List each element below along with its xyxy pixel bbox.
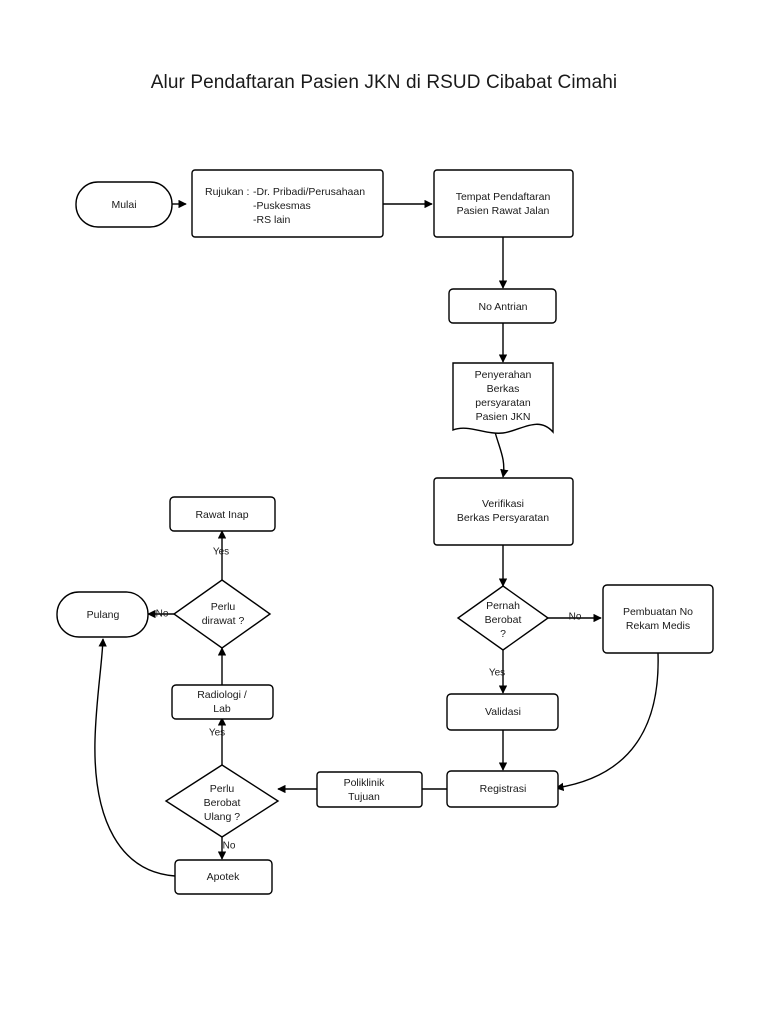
rujukan-prefix-label: Rujukan :: [205, 186, 249, 198]
penyerahan-berkas-line-4: Pasien JKN: [476, 411, 531, 423]
no-antrian-shape: [448, 288, 557, 324]
edge-label-perlu-berobat-ulang-yes: Yes: [209, 728, 225, 739]
perlu-dirawat-line-1: Perlu: [211, 601, 236, 613]
rawat-inap-label: Rawat Inap: [195, 509, 248, 521]
pembuatan-no-rekam-medis-shape: [602, 584, 714, 654]
node-radiologi-lab[interactable]: Radiologi / Lab: [171, 684, 274, 720]
edge-penyerahan-berkas-to-verifikasi: [494, 431, 509, 478]
node-apotek[interactable]: Apotek: [174, 859, 273, 895]
node-rawat-inap[interactable]: Rawat Inap: [169, 496, 276, 532]
rujukan-item-2: -Puskesmas: [253, 200, 311, 212]
node-pembuatan-no-rekam-medis[interactable]: Pembuatan No Rekam Medis: [602, 584, 714, 654]
node-perlu-dirawat[interactable]: Perlu dirawat ?: [172, 579, 272, 649]
radiologi-lab-line-1: Radiologi /: [197, 689, 247, 701]
verifikasi-line-2: Berkas Persyaratan: [457, 512, 549, 524]
page-title: Alur Pendaftaran Pasien JKN di RSUD Ciba…: [150, 72, 618, 93]
validasi-shape: [446, 693, 559, 731]
tempat-pendaftaran-line-1: Tempat Pendaftaran: [456, 191, 551, 203]
edge-label-perlu-berobat-ulang-no: No: [223, 841, 236, 852]
edge-label-pernah-berobat-yes: Yes: [489, 668, 505, 679]
penyerahan-berkas-line-2: Berkas: [487, 383, 520, 395]
validasi-label: Validasi: [485, 706, 521, 718]
verifikasi-shape: [433, 477, 574, 546]
rujukan-item-1: -Dr. Pribadi/Perusahaan: [253, 186, 365, 198]
poliklinik-line-2: Tujuan: [348, 791, 380, 803]
node-mulai[interactable]: Mulai: [75, 181, 173, 228]
pembuatan-line-1: Pembuatan No: [623, 606, 693, 618]
node-registrasi[interactable]: Registrasi: [446, 770, 559, 808]
mulai-label: Mulai: [111, 199, 136, 211]
penyerahan-berkas-line-3: persyaratan: [475, 397, 531, 409]
node-tempat-pendaftaran[interactable]: Tempat Pendaftaran Pasien Rawat Jalan: [433, 169, 574, 238]
edge-label-perlu-dirawat-yes: Yes: [213, 547, 229, 558]
penyerahan-berkas-document-shape: [452, 362, 554, 434]
perlu-berobat-ulang-line-1: Perlu: [210, 783, 235, 795]
pernah-berobat-line-1: Pernah: [486, 600, 520, 612]
perlu-berobat-ulang-line-2: Berobat: [204, 797, 241, 809]
node-rujukan[interactable]: Rujukan : -Dr. Pribadi/Perusahaan -Puske…: [191, 169, 384, 238]
registrasi-shape: [446, 770, 559, 808]
edge-label-pernah-berobat-no: No: [569, 612, 582, 623]
edge-labels: No Yes No Yes Yes No: [156, 547, 582, 852]
registrasi-label: Registrasi: [480, 783, 527, 795]
node-verifikasi[interactable]: Verifikasi Berkas Persyaratan: [433, 477, 574, 546]
node-pernah-berobat[interactable]: Pernah Berobat ?: [456, 585, 550, 651]
tempat-pendaftaran-shape: [433, 169, 574, 238]
edge-apotek-to-pulang: [94, 638, 176, 877]
pernah-berobat-line-2: Berobat: [485, 614, 522, 626]
tempat-pendaftaran-line-2: Pasien Rawat Jalan: [457, 205, 550, 217]
pembuatan-line-2: Rekam Medis: [626, 620, 690, 632]
poliklinik-line-1: Poliklinik: [344, 777, 386, 789]
pernah-berobat-line-3: ?: [500, 628, 506, 640]
radiologi-lab-shape: [171, 684, 274, 720]
edge-pembuatan-to-registrasi: [555, 652, 659, 791]
node-no-antrian[interactable]: No Antrian: [448, 288, 557, 324]
edge-label-perlu-dirawat-no: No: [156, 609, 169, 620]
mulai-shape: [75, 181, 173, 228]
no-antrian-label: No Antrian: [478, 301, 527, 313]
penyerahan-berkas-line-1: Penyerahan: [475, 369, 532, 381]
rujukan-shape: [191, 169, 384, 238]
poliklinik-tujuan-shape: [316, 771, 423, 808]
apotek-shape: [174, 859, 273, 895]
verifikasi-line-1: Verifikasi: [482, 498, 524, 510]
apotek-label: Apotek: [207, 871, 240, 883]
perlu-berobat-ulang-diamond-shape: [164, 764, 280, 838]
pulang-label: Pulang: [87, 609, 120, 621]
node-pulang[interactable]: Pulang: [56, 591, 149, 638]
rawat-inap-shape: [169, 496, 276, 532]
pulang-shape: [56, 591, 149, 638]
perlu-dirawat-diamond-shape: [172, 579, 272, 649]
perlu-dirawat-line-2: dirawat ?: [202, 615, 245, 627]
node-perlu-berobat-ulang[interactable]: Perlu Berobat Ulang ?: [164, 764, 280, 838]
pernah-berobat-diamond-shape: [456, 585, 550, 651]
perlu-berobat-ulang-line-3: Ulang ?: [204, 811, 240, 823]
node-validasi[interactable]: Validasi: [446, 693, 559, 731]
node-poliklinik-tujuan[interactable]: Poliklinik Tujuan: [316, 771, 423, 808]
node-penyerahan-berkas[interactable]: Penyerahan Berkas persyaratan Pasien JKN: [452, 362, 554, 434]
radiologi-lab-line-2: Lab: [213, 703, 231, 715]
rujukan-item-3: -RS lain: [253, 214, 291, 226]
